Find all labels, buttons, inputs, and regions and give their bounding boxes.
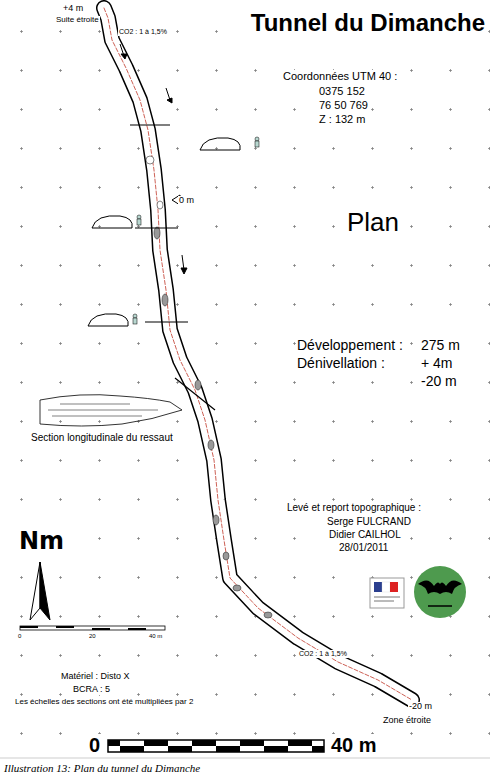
caption-rule: [0, 758, 490, 759]
section-title: Section longitudinale du ressaut: [30, 432, 174, 443]
gas-note: CO2 : 1 à 1,5%: [118, 28, 168, 36]
coordinates: 0375 152: [318, 85, 366, 97]
stat-label: Développement :: [296, 338, 404, 353]
depth-label: -20 m: [408, 702, 433, 712]
scale-number: 20: [88, 633, 97, 640]
blocks: [146, 156, 272, 618]
coordinates: 76 50 769: [318, 99, 369, 111]
depth-label: 0 m: [178, 196, 195, 206]
passage-note: Zone étroite: [382, 716, 432, 726]
large-scale-bar: [108, 740, 324, 752]
coordinates: Coordonnées UTM 40 :: [282, 70, 398, 82]
stat-value: + 4m: [420, 356, 454, 371]
credits: Didier CAILHOL: [328, 529, 402, 540]
equipment-note: Matériel : Disto X: [60, 672, 131, 682]
section-lines: [130, 125, 215, 410]
stat-value: 275 m: [420, 338, 461, 353]
person-figures: [133, 137, 259, 324]
scale-number: 40 m: [330, 734, 378, 756]
small-scale-bar: [20, 626, 165, 630]
dot-grid: [0, 0, 490, 755]
ressaut-section: [40, 395, 182, 426]
cave-passage: [104, 8, 412, 700]
map-title: Tunnel du Dimanche: [250, 10, 486, 36]
north-arrow: [30, 562, 50, 620]
scale-number: 40 m: [148, 633, 163, 640]
cross-sections: [88, 138, 240, 326]
coordinates: Z : 132 m: [318, 113, 366, 125]
scale-note: Les échelles des sections ont été multip…: [14, 698, 194, 707]
credits: Serge FULCRAND: [326, 516, 412, 527]
figure-caption: Illustration 13: Plan du tunnel du Diman…: [3, 762, 201, 774]
gas-note: CO2 : 1 à 1,5%: [298, 650, 348, 658]
north-label: Nm: [18, 528, 65, 554]
credits: Levé et report topographique :: [286, 502, 422, 513]
scale-number: 0: [88, 734, 101, 756]
stat-value: -20 m: [420, 374, 458, 389]
stat-label: Dénivellation :: [296, 356, 386, 371]
scale-number: 0: [17, 633, 22, 640]
credits: 28/01/2011: [338, 542, 389, 553]
depth-label: +4 m: [62, 4, 84, 14]
logos: [370, 566, 466, 618]
equipment-note: BCRA : 5: [72, 685, 111, 695]
flow-arrows: [120, 44, 187, 274]
view-label: Plan: [346, 208, 400, 237]
passage-note: Suite étroite: [55, 16, 100, 25]
